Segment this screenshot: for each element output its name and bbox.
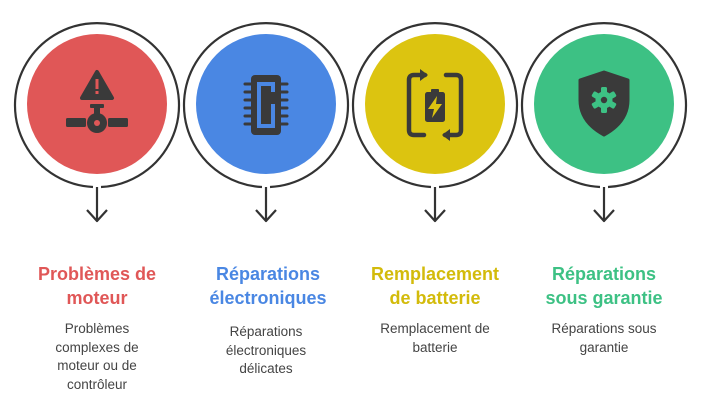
battery-swap-icon [406, 69, 464, 141]
stage-1-ring [13, 21, 181, 189]
stage-4-title-line-2: sous garantie [545, 288, 663, 308]
stage-4-node [520, 21, 688, 223]
stage-4-desc-line-1: Réparations sous [551, 321, 657, 336]
warranty-shield-icon [578, 70, 630, 137]
stage-3-desc-line-2: batterie [412, 339, 458, 355]
stage-2-desc-line-1: Réparations [229, 324, 303, 339]
stage-2-title-line-2: électroniques [209, 288, 327, 308]
stage-4-title: Réparations sous garantie [519, 262, 689, 310]
stage-3-ring [351, 21, 519, 189]
stage-2-title: Réparations électroniques [183, 262, 353, 310]
stage-3-title-line-1: Remplacement [370, 264, 500, 284]
engine-warning-icon [66, 70, 128, 133]
microchip-icon [243, 75, 289, 135]
stage-1-desc-line-4: contrôleur [66, 376, 128, 392]
stage-2-title-line-1: Réparations [215, 264, 321, 284]
stage-4-desc-line-2: garantie [579, 339, 629, 355]
stage-1-description: Problèmes complexes de moteur ou de cont… [22, 320, 172, 394]
stage-1-desc-line-2: complexes de [55, 339, 139, 355]
stage-2-ring [182, 21, 350, 189]
stage-2-description: Réparations électroniques délicates [191, 323, 341, 379]
stage-3-description: Remplacement de batterie [360, 320, 510, 357]
stage-4-description: Réparations sous garantie [529, 320, 679, 357]
stage-3-arrowhead [424, 209, 446, 223]
stage-1-title-line-1: Problèmes de [37, 264, 157, 284]
stage-2-arrowhead [255, 209, 277, 223]
stage-1-title-line-2: moteur [66, 288, 128, 308]
stage-2-desc-line-3: délicates [239, 361, 293, 376]
stage-1-title: Problèmes de moteur [12, 262, 182, 310]
stage-2-node [182, 21, 350, 223]
stage-3-node [351, 21, 519, 223]
stage-2-desc-line-2: électroniques [225, 342, 307, 358]
stage-1-arrowhead [86, 209, 108, 223]
stage-4-ring [520, 21, 688, 189]
stage-3-title-line-2: de batterie [389, 288, 481, 308]
stage-1-node [13, 21, 181, 223]
stage-1-desc-line-1: Problèmes [64, 321, 130, 336]
stage-1-desc-line-3: moteur ou de [57, 358, 137, 373]
stage-3-title: Remplacement de batterie [350, 262, 520, 310]
stage-3-desc-line-1: Remplacement de [380, 321, 490, 336]
stage-4-arrowhead [593, 209, 615, 223]
stage-4-title-line-1: Réparations [551, 264, 657, 284]
